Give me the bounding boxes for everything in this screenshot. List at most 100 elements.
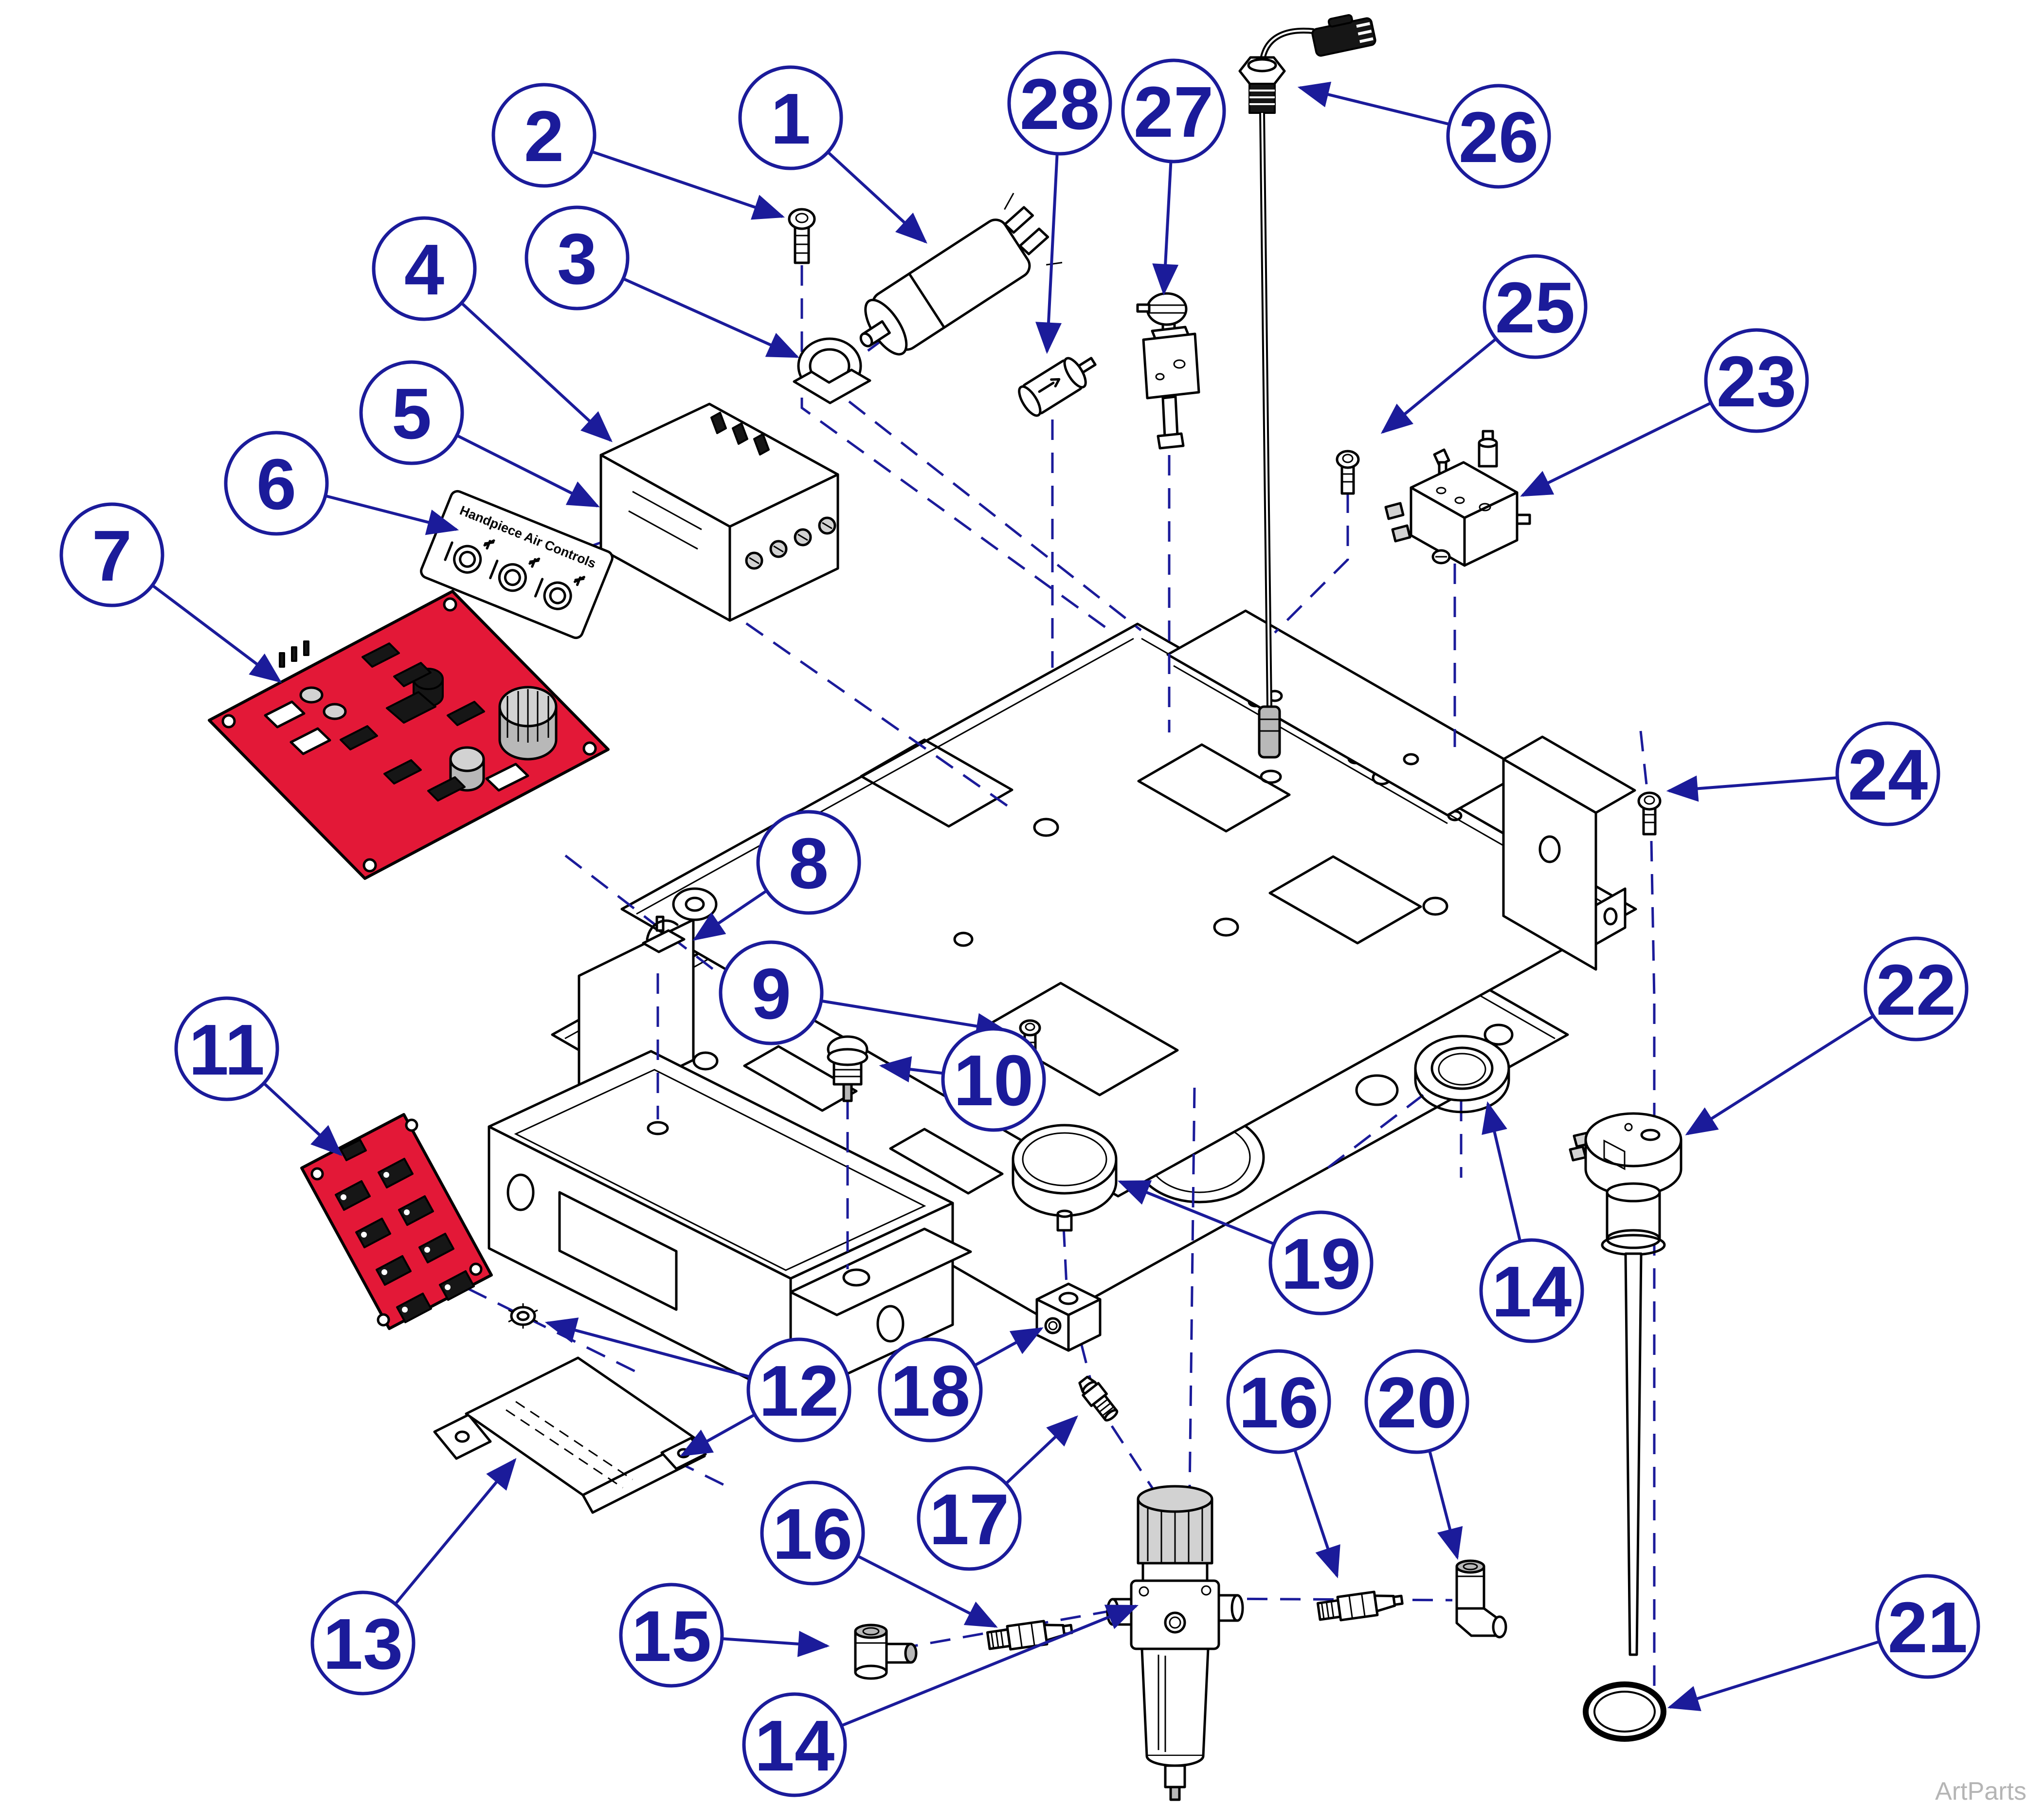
part-hex-nipple-16-right <box>1316 1590 1404 1622</box>
callout-16: 16 <box>760 1480 998 1628</box>
assembly-dash-line <box>800 265 1115 635</box>
callout-27: 27 <box>1121 58 1226 296</box>
callout-number: 10 <box>954 1040 1034 1121</box>
callout-14: 14 <box>742 1605 1139 1797</box>
leader-arrow <box>680 1413 756 1457</box>
callout-number: 12 <box>759 1351 839 1431</box>
leader-arrow <box>1297 81 1450 126</box>
callout-13: 13 <box>310 1458 517 1696</box>
assembly-dash-line <box>1321 1094 1424 1173</box>
callout-number: 15 <box>632 1596 712 1677</box>
leader-arrow <box>1667 1640 1880 1712</box>
part-level-sensor-26 <box>1238 14 1376 759</box>
part-clip-8 <box>642 915 686 953</box>
callout-1: 1 <box>738 65 927 244</box>
assembly-dash-line <box>1080 1343 1092 1382</box>
callout-circle <box>525 205 630 310</box>
callout-number: 11 <box>189 1010 265 1090</box>
callout-number: 27 <box>1134 72 1214 152</box>
leader-arrow <box>1005 1415 1078 1485</box>
callout-circle <box>760 1480 865 1586</box>
callout-2: 2 <box>491 83 785 220</box>
callout-6: 6 <box>224 431 459 536</box>
assembly-dash-line <box>1274 493 1349 634</box>
callout-circle <box>1226 1349 1331 1454</box>
leader-arrow <box>263 1082 343 1156</box>
callout-number: 26 <box>1459 97 1539 178</box>
leader-arrow <box>1152 161 1179 296</box>
part-keypad-pcb-11 <box>300 1113 493 1330</box>
callout-circle <box>359 360 464 465</box>
part-filter-regulator-14b <box>1106 1485 1244 1801</box>
callout-number: 1 <box>771 79 811 159</box>
callout-7: 7 <box>59 502 282 683</box>
part-check-valve-28 <box>1018 357 1097 417</box>
leader-arrow <box>1520 402 1712 497</box>
callout-number: 2 <box>524 96 564 177</box>
callout-4: 4 <box>372 216 613 442</box>
callout-number: 17 <box>929 1479 1010 1560</box>
assembly-dash-line <box>1213 1597 1453 1602</box>
leader-arrow <box>325 494 459 535</box>
leader-arrow <box>591 150 785 220</box>
leader-arrow <box>1685 1015 1874 1135</box>
callout-number: 9 <box>751 954 791 1034</box>
part-screw-24 <box>1637 791 1662 836</box>
callout-circle <box>878 1337 983 1442</box>
callout-23: 23 <box>1520 328 1809 497</box>
callout-number: 13 <box>323 1604 403 1684</box>
callout-circle <box>746 1337 851 1442</box>
callout-11: 11 <box>174 996 343 1156</box>
leader-arrow <box>1117 1180 1275 1245</box>
callout-circle <box>742 1692 847 1797</box>
callout-number: 16 <box>773 1494 853 1574</box>
callout-circle <box>756 810 861 915</box>
part-solenoid-valve-1 <box>859 193 1063 356</box>
callout-number: 4 <box>404 230 444 310</box>
assembly-dash-line <box>1110 1425 1155 1490</box>
callout-circle <box>1364 1349 1469 1454</box>
callout-number: 24 <box>1848 735 1928 815</box>
part-ring-nut-14a <box>1414 1035 1510 1113</box>
leader-arrow <box>974 1327 1044 1367</box>
part-pilot-valve-27 <box>1136 292 1200 450</box>
callout-circle <box>619 1583 724 1688</box>
part-mounting-bracket <box>488 918 972 1402</box>
leader-arrow <box>841 1605 1139 1727</box>
leader-arrow <box>722 1630 830 1657</box>
callout-number: 25 <box>1495 268 1575 348</box>
part-main-chassis-plate <box>620 609 1637 1198</box>
callout-5: 5 <box>359 360 600 508</box>
part-tee-fitting-15 <box>854 1624 918 1680</box>
part-block-fitting-18 <box>1035 1282 1102 1352</box>
part-screw-25 <box>1336 450 1360 495</box>
assembly-dash-line <box>1639 730 1649 794</box>
part-nut-12a <box>508 1303 538 1329</box>
assembly-dash-line <box>848 401 1142 631</box>
callout-21: 21 <box>1667 1574 1980 1712</box>
callout-circle <box>941 1027 1046 1132</box>
callout-28: 28 <box>1007 51 1112 354</box>
callout-number: 14 <box>1492 1252 1572 1332</box>
callout-26: 26 <box>1297 81 1551 189</box>
callout-number: 23 <box>1717 342 1797 422</box>
part-power-pcb-7 <box>208 590 610 880</box>
callout-10: 10 <box>879 1027 1046 1132</box>
callout-circle <box>1863 936 1969 1041</box>
part-diaphragm-cap-19 <box>1012 1124 1118 1232</box>
leader-arrow <box>827 151 927 244</box>
leader-arrow <box>857 1554 998 1628</box>
callout-number: 16 <box>1239 1363 1319 1443</box>
part-elbow-fitting-20 <box>1455 1559 1507 1639</box>
part-screw-2 <box>788 208 816 264</box>
assembly-dash-line <box>718 603 1017 813</box>
callout-number: 21 <box>1888 1588 1968 1668</box>
leader-arrow <box>544 1317 751 1379</box>
assembly-dash-line <box>1062 1226 1068 1285</box>
callout-circle <box>1875 1574 1980 1679</box>
part-o-ring-21 <box>1583 1681 1666 1742</box>
leader-arrow <box>1666 775 1838 802</box>
leader-arrow <box>151 584 282 683</box>
leader-arrow <box>1428 1450 1463 1560</box>
